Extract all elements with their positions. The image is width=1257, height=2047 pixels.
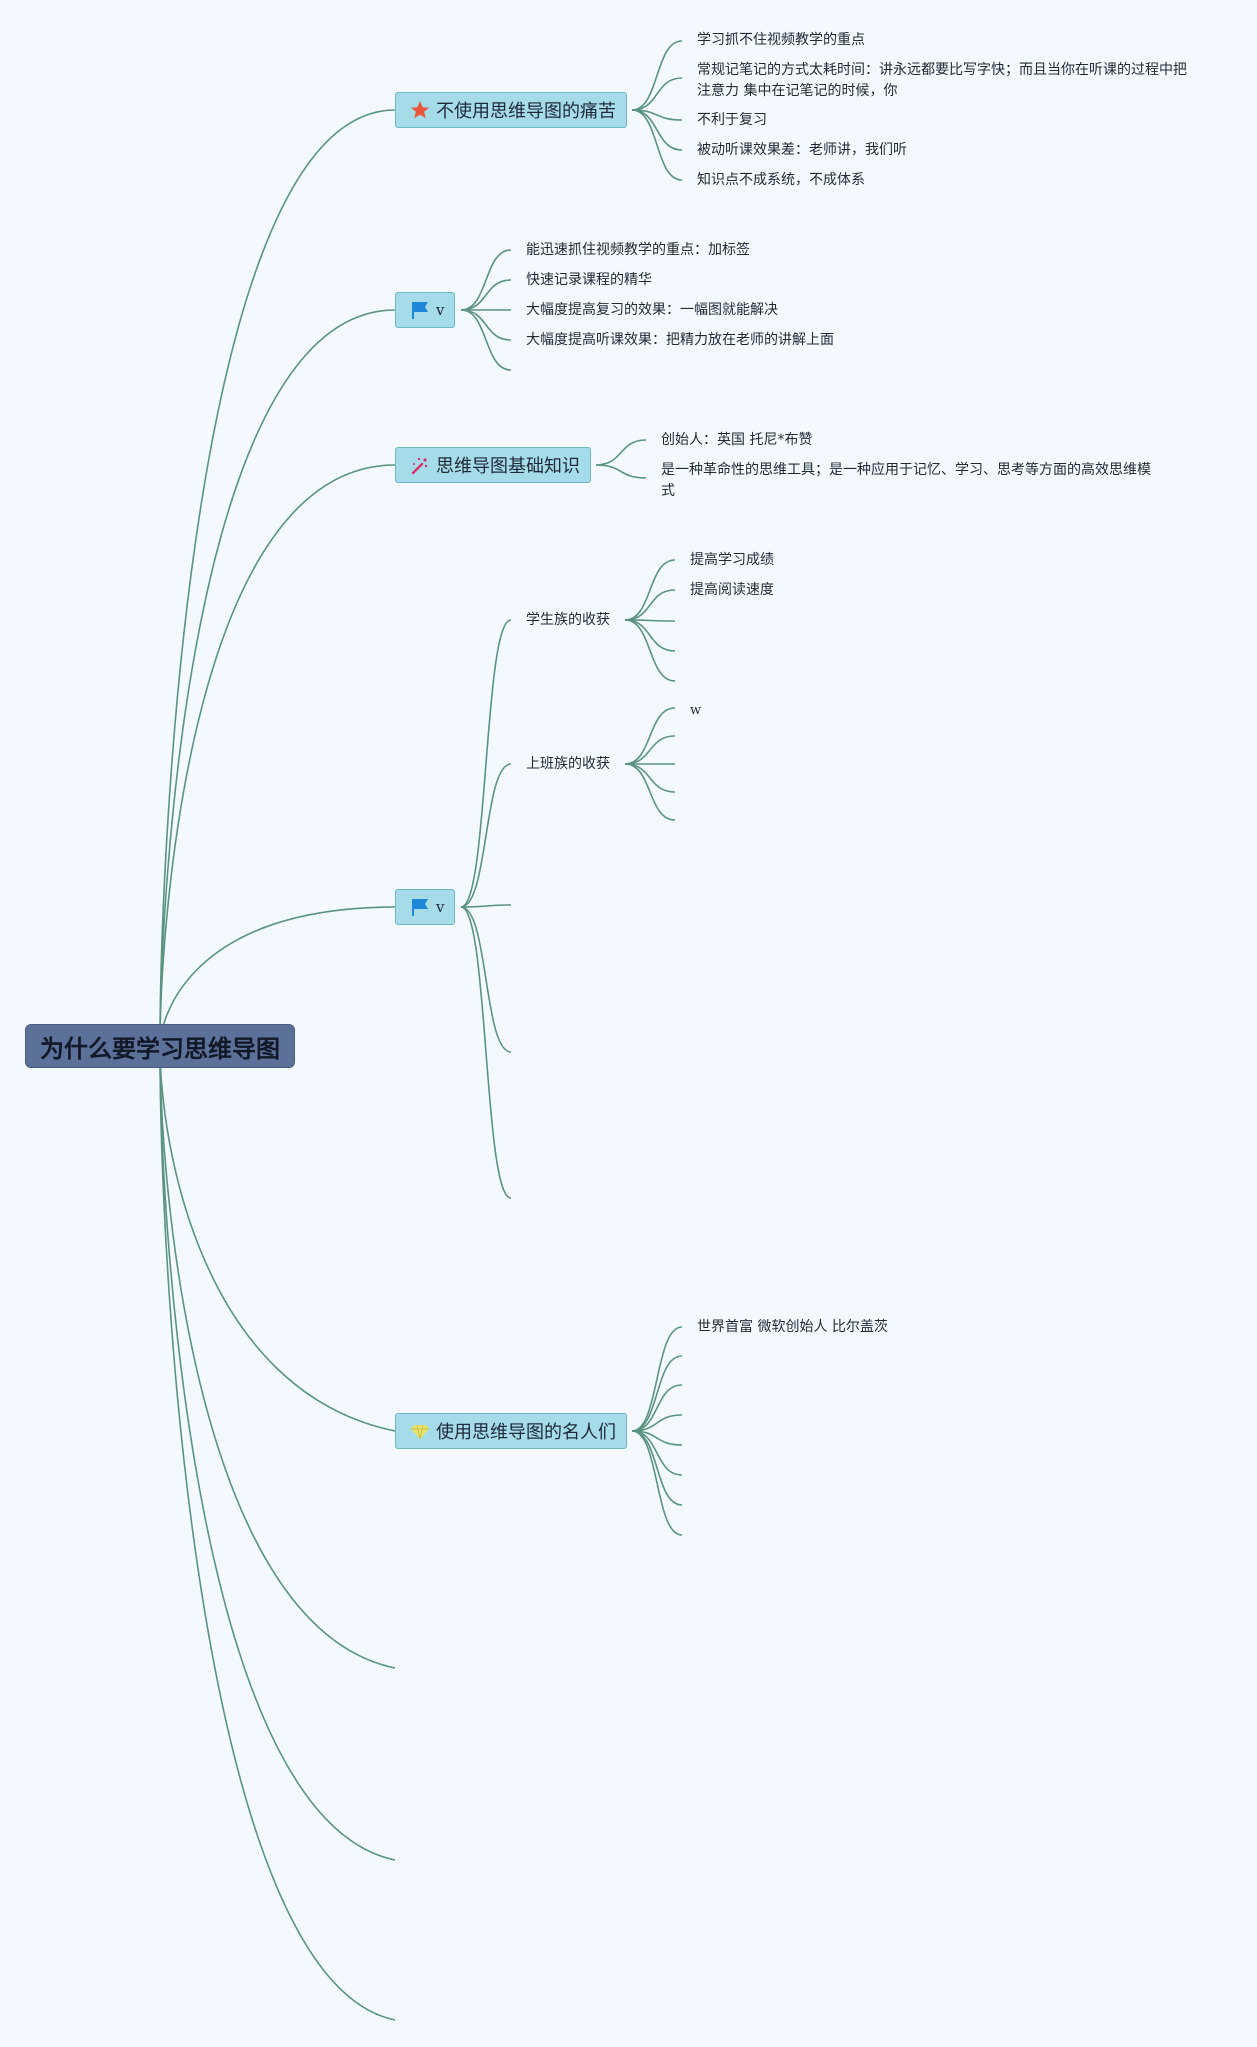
list-item[interactable]: 世界首富 微软创始人 比尔盖茨 xyxy=(697,1319,888,1335)
list-item[interactable]: 学习抓不住视频教学的重点 xyxy=(697,32,865,48)
connector-line xyxy=(159,1045,396,2021)
connector-line xyxy=(631,109,683,181)
list-item[interactable]: 创始人：英国 托尼*布赞 xyxy=(661,432,813,448)
topic-label: v xyxy=(436,898,445,916)
connector-line xyxy=(624,735,676,765)
connector-line xyxy=(624,763,676,793)
list-item[interactable]: 被动听课效果差：老师讲，我们听 xyxy=(697,142,907,158)
connector-line xyxy=(624,619,676,652)
connector-line xyxy=(460,763,512,908)
diamond-icon xyxy=(410,1421,430,1441)
connector-line xyxy=(631,1430,683,1506)
list-item[interactable]: 常规记笔记的方式太耗时间：讲永远都要比写字快；而且当你在听课的过程中把注意力 集… xyxy=(697,62,1187,99)
connector-line xyxy=(624,707,676,765)
connector-line xyxy=(631,77,683,111)
magic-wand-icon xyxy=(410,455,430,475)
connector-line xyxy=(460,309,512,371)
connector-line xyxy=(460,906,512,1053)
connector-line xyxy=(159,1045,396,1669)
topic-pain-points[interactable]: 不使用思维导图的痛苦 xyxy=(395,92,627,128)
topic-benefits[interactable]: v xyxy=(395,292,456,328)
connector-line xyxy=(159,464,396,1047)
topic-gains[interactable]: v xyxy=(395,889,456,925)
connector-line xyxy=(624,619,676,682)
connector-line xyxy=(460,309,512,341)
connector-line xyxy=(460,279,512,311)
star-icon xyxy=(410,100,430,120)
list-item[interactable]: 能迅速抓住视频教学的重点：加标签 xyxy=(526,242,750,258)
connector-line xyxy=(460,904,512,908)
topic-famous-users[interactable]: 使用思维导图的名人们 xyxy=(395,1413,627,1449)
connector-line xyxy=(460,249,512,311)
connector-line xyxy=(631,40,683,111)
connector-line xyxy=(595,439,647,466)
list-item[interactable]: 快速记录课程的精华 xyxy=(526,272,652,288)
connector-line xyxy=(460,619,512,908)
list-item[interactable]: 知识点不成系统，不成体系 xyxy=(697,172,865,188)
connector-line xyxy=(460,906,512,1199)
topic-label: 使用思维导图的名人们 xyxy=(436,1422,616,1443)
connector-line xyxy=(631,1355,683,1432)
connector-line xyxy=(159,1045,396,1432)
subtopic-workers[interactable]: 上班族的收获 xyxy=(526,756,610,772)
connector-line xyxy=(595,464,647,479)
connector-line xyxy=(159,309,396,1047)
topic-basics[interactable]: 思维导图基础知识 xyxy=(395,447,591,483)
flag-icon xyxy=(410,300,430,320)
subtopic-students[interactable]: 学生族的收获 xyxy=(526,612,610,628)
connector-line xyxy=(624,589,676,621)
connector-line xyxy=(631,1430,683,1536)
root-node[interactable]: 为什么要学习思维导图 xyxy=(25,1024,295,1068)
connector-line xyxy=(631,1384,683,1432)
connector-line xyxy=(631,1326,683,1432)
list-item[interactable]: 不利于复习 xyxy=(697,112,767,128)
topic-label: 思维导图基础知识 xyxy=(436,456,580,477)
topic-label: 不使用思维导图的痛苦 xyxy=(436,101,616,122)
flag-icon xyxy=(410,897,430,917)
connector-line xyxy=(159,109,396,1047)
connector-line xyxy=(624,559,676,621)
connector-line xyxy=(624,763,676,821)
topic-label: v xyxy=(436,301,445,319)
list-item[interactable]: 大幅度提高听课效果：把精力放在老师的讲解上面 xyxy=(526,332,834,348)
list-item[interactable]: 是一种革命性的思维工具；是一种应用于记忆、学习、思考等方面的高效思维模式 xyxy=(661,462,1151,499)
list-item[interactable]: 提高学习成绩 xyxy=(690,552,774,568)
root-label: 为什么要学习思维导图 xyxy=(40,1034,280,1063)
connector-line xyxy=(159,1045,396,1861)
list-item[interactable]: w xyxy=(690,703,702,718)
list-item[interactable]: 大幅度提高复习的效果：一幅图就能解决 xyxy=(526,302,778,318)
list-item[interactable]: 提高阅读速度 xyxy=(690,582,774,598)
